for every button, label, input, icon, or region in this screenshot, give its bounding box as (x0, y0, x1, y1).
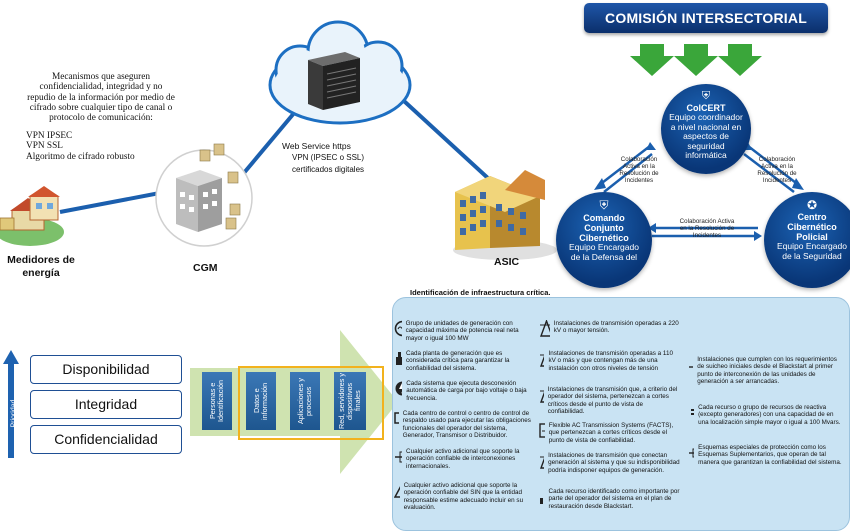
ccoc-desc: Equipo Encargado de la Defensa del (569, 242, 639, 262)
tower-icon (539, 390, 544, 403)
infra-col1: Grupo de unidades de generación con capa… (394, 320, 534, 520)
list-item: Cualquier activo adicional que soporte l… (394, 448, 534, 482)
priority-arrow (3, 350, 19, 458)
priority-axis-label: Prioridad (10, 399, 18, 428)
mechanism-item: VPN IPSEC (26, 131, 73, 141)
tower-icon (539, 456, 545, 469)
list-item: Cada centro de control o centro de contr… (394, 410, 534, 448)
meter-houses-icon (0, 186, 64, 246)
box-aplicaciones-label: Aplicaciones y procesos (296, 378, 313, 424)
emblem-icon: ⛨ (599, 198, 609, 212)
ccoc-title: Comando Conjunto Cibernético (579, 213, 629, 243)
list-item: Instalaciones de transmisión operadas a … (538, 320, 680, 350)
box-personas-label: Personas e Identificación (208, 380, 225, 422)
colcert-circle: ⛨ ColCERT Equipo coordinador a nivel nac… (661, 84, 751, 174)
control-center-icon (394, 412, 399, 424)
ccp-circle: ✪ Centro Cibernético Policial Equipo Enc… (764, 192, 850, 288)
box-datos-label: Datos e información (252, 382, 269, 420)
cgm-label: CGM (193, 262, 218, 274)
server-icon (308, 52, 360, 110)
interconnection-icon (395, 451, 403, 463)
capacitor-icon (691, 409, 695, 415)
load-shed-icon (395, 381, 403, 396)
box-aplicaciones: Aplicaciones y procesos (290, 372, 320, 430)
plant-icon (396, 352, 402, 365)
ccoc-circle: ⛨ Comando Conjunto Cibernético Equipo En… (556, 192, 652, 288)
tower-icon (539, 320, 550, 337)
layers-highlight-frame (238, 366, 384, 440)
infra-title: Identificación de infraestructura crític… (410, 288, 551, 297)
priority-integridad: Integridad (30, 390, 182, 419)
list-item: Cada sistema que ejecuta desconexión aut… (394, 380, 534, 410)
box-datos: Datos e información (246, 372, 276, 430)
list-item: Cada planta de generación que es conside… (394, 350, 534, 380)
mechanisms-text: Mecanismos que aseguren confidencialidad… (27, 72, 175, 124)
mechanism-item: VPN SSL (26, 141, 63, 152)
bar-chart-icon (540, 498, 543, 504)
commission-title: COMISIÓN INTERSECTORIAL (584, 3, 828, 33)
facts-icon (539, 423, 545, 438)
list-item: Cada recurso identificado como important… (538, 488, 680, 524)
list-item: Grupo de unidades de generación con capa… (394, 320, 534, 350)
certs-label: certificados digitales (292, 165, 365, 174)
police-emblem-icon: ✪ (806, 198, 818, 212)
list-item: Esquemas especiales de protección como l… (688, 444, 844, 484)
webservice-caption: Web Service https VPN (IPSEC o SSL) cert… (282, 140, 364, 176)
small-device-icons (199, 143, 241, 230)
priority-disponibilidad: Disponibilidad (30, 355, 182, 384)
vpn-label: VPN (IPSEC o SSL) (292, 153, 365, 162)
tower-icon (539, 354, 545, 367)
mechanism-item: Algoritmo de cifrado robusto (26, 151, 135, 162)
list-item: Instalaciones de transmisión que conecta… (538, 452, 680, 488)
ccp-title: Centro Cibernético Policial (787, 212, 837, 242)
warning-icon (394, 486, 400, 498)
mechanisms-list: VPN IPSEC VPN SSL Algoritmo de cifrado r… (26, 131, 135, 162)
infra-col2: Instalaciones de transmisión operadas a … (538, 320, 680, 524)
webservice-label: Web Service https (282, 141, 351, 151)
list-item: Instalaciones de transmisión que, a crit… (538, 386, 680, 422)
shield-icon: ⛨ (701, 90, 711, 102)
cgm-building-icon (176, 170, 222, 232)
box-personas: Personas e Identificación (202, 372, 232, 430)
list-item: Instalaciones que cumplen con los requer… (688, 356, 844, 404)
box-red: Red, servidores y dispositivos finales (334, 372, 366, 430)
generator-icon (394, 320, 402, 337)
ccp-desc: Equipo Encargado de la Seguridad (777, 241, 847, 261)
box-red-label: Red, servidores y dispositivos finales (337, 373, 362, 429)
network-diagram (0, 20, 557, 260)
switch-icon (689, 366, 694, 368)
medidores-label: Medidores de energía (7, 254, 75, 279)
collab-left: Colaboración Activa en la Resolución de … (619, 156, 659, 184)
list-item: Instalaciones de transmisión operadas a … (538, 350, 680, 386)
list-item: Cualquier activo adicional que soporte l… (394, 482, 534, 520)
list-item: Flexible AC Transmission Systems (FACTS)… (538, 422, 680, 452)
colcert-desc: Equipo coordinador a nivel nacional en a… (669, 112, 743, 160)
collab-right: Colaboración Activa en la Resolución de … (757, 156, 797, 184)
list-item: Cada recurso o grupo de recursos de reac… (688, 404, 844, 444)
commission-arrows (594, 44, 804, 241)
colcert-title: ColCERT (686, 103, 726, 113)
priority-confidencialidad: Confidencialidad (30, 425, 182, 454)
infra-panel (392, 297, 850, 531)
infra-col3: Instalaciones que cumplen con los requer… (688, 356, 844, 484)
asic-label: ASIC (494, 256, 520, 268)
collab-bottom: Colaboración Activa en la Resolución de … (679, 218, 735, 239)
asic-building-icon (453, 170, 557, 260)
protection-icon (689, 448, 695, 458)
